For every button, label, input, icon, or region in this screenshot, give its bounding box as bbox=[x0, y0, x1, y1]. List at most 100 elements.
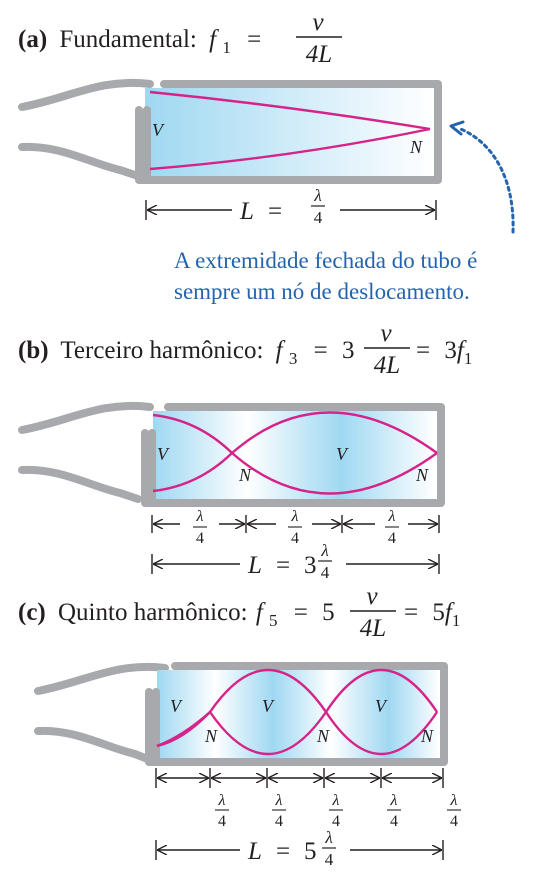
panel-c-segment-dimensions: λ 4 λ 4 λ 4 λ 4 λ 4 bbox=[155, 768, 461, 830]
panel-b-label-2: N bbox=[238, 465, 252, 485]
panel-b-dim-L: L bbox=[247, 552, 262, 579]
panel-b-air-column bbox=[153, 411, 435, 499]
panel-b-seg3-four: 4 bbox=[388, 530, 396, 547]
panel-b-title: Terceiro harmônico: bbox=[60, 337, 263, 364]
panel-c-mouthpiece bbox=[34, 662, 169, 764]
panel-c-dim-coef: 5 bbox=[304, 838, 317, 865]
panel-b-dim-four: 4 bbox=[321, 563, 330, 582]
panel-a-tube-wall bbox=[135, 80, 442, 184]
panel-c-fraction: v 4L bbox=[350, 583, 396, 642]
panel-a-heading: (a) Fundamental: f 1 = bbox=[18, 26, 261, 59]
panel-c-seg3-four: 4 bbox=[332, 813, 340, 830]
panel-a: (a) Fundamental: f 1 = v 4L V N bbox=[18, 9, 442, 227]
panel-c-label-2: N bbox=[204, 726, 218, 746]
panel-a-length-dimension: L = λ 4 bbox=[145, 186, 437, 227]
panel-c-frac-denominator: 4L bbox=[360, 615, 386, 642]
panel-a-f-subscript: 1 bbox=[222, 38, 231, 57]
panel-a-antinode-label: V bbox=[152, 120, 165, 140]
panel-a-title: Fundamental: bbox=[59, 26, 196, 53]
panel-c-wave bbox=[156, 668, 438, 756]
panel-c-seg1-lambda: λ bbox=[218, 792, 226, 809]
panel-b-rhs-f: f bbox=[457, 337, 467, 364]
panel-b-segment-dimensions: λ 4 λ 4 λ 4 bbox=[151, 508, 440, 547]
note-line-2: sempre um nó de deslocamento. bbox=[174, 279, 470, 304]
panel-c-f-subscript: 5 bbox=[269, 611, 278, 630]
panel-b-rhs-sub: 1 bbox=[464, 349, 473, 368]
panel-c-air-segment-2 bbox=[273, 670, 389, 758]
note-line-1: A extremidade fechada do tubo é bbox=[174, 248, 477, 273]
panel-b-equals-2: = bbox=[416, 337, 430, 364]
panel-b-mouthpiece-upper bbox=[18, 401, 154, 434]
panel-a-dim-equals: = bbox=[268, 198, 282, 225]
panel-c-dim-equals: = bbox=[276, 838, 290, 865]
panel-c-label-1: V bbox=[170, 696, 183, 716]
panel-b-rhs-coef: 3 bbox=[444, 337, 457, 364]
panel-b-mouthpiece bbox=[18, 401, 154, 503]
panel-c-seg4-four: 4 bbox=[390, 813, 398, 830]
panel-b-f-symbol: f bbox=[276, 337, 286, 364]
panel-b-seg1-lambda: λ bbox=[196, 508, 204, 525]
panel-c-frac-numerator: v bbox=[366, 583, 378, 610]
panel-c-seg4-lambda: λ bbox=[390, 792, 398, 809]
panel-a-tube bbox=[135, 80, 442, 184]
note-arrowhead bbox=[449, 120, 465, 136]
panel-a-f-symbol: f bbox=[209, 26, 219, 53]
panel-b-wave-upper bbox=[152, 411, 438, 455]
panel-a-node-label: N bbox=[409, 137, 423, 157]
panel-a-mouthpiece bbox=[18, 78, 154, 180]
panel-a-mouthpiece-lower bbox=[18, 142, 142, 180]
panel-b-seg2-four: 4 bbox=[291, 530, 299, 547]
panel-c-equals-2: = bbox=[404, 599, 418, 626]
panel-c-mouthpiece-upper bbox=[34, 662, 169, 695]
panel-a-equals: = bbox=[247, 26, 261, 53]
panel-c-rhs: = 5f1 bbox=[404, 599, 460, 630]
panel-b-dim-coef: 3 bbox=[304, 552, 317, 579]
panel-a-frac-denominator: 4L bbox=[306, 41, 332, 68]
panel-a-fraction: v 4L bbox=[296, 9, 342, 68]
panel-c-seg5-lambda: λ bbox=[450, 792, 458, 809]
panel-b-fraction: v 4L bbox=[364, 320, 410, 379]
panel-c-seg2-four: 4 bbox=[275, 813, 283, 830]
panel-a-frac-numerator: v bbox=[312, 9, 324, 36]
panel-a-wave-upper bbox=[149, 90, 431, 131]
panel-b-label-3: V bbox=[336, 444, 349, 464]
panel-a-wave-lower bbox=[149, 127, 431, 171]
panel-b-frac-denominator: 4L bbox=[374, 352, 400, 379]
panel-c-mouthpiece-lower bbox=[34, 726, 154, 764]
panel-b-label-1: V bbox=[157, 444, 170, 464]
panel-b-tube bbox=[141, 403, 445, 507]
panel-c: (c) Quinto harmônico: f 5 = 5 v 4L = 5f1 bbox=[18, 583, 461, 869]
panel-b-tube-wall bbox=[141, 403, 445, 507]
panel-b-seg1-four: 4 bbox=[196, 530, 204, 547]
panel-a-mouthpiece-upper bbox=[18, 78, 154, 111]
panel-b-label-4: N bbox=[415, 465, 429, 485]
panel-c-f-symbol: f bbox=[256, 599, 266, 626]
panel-c-tube-wall bbox=[145, 662, 448, 766]
panel-b-coef: 3 bbox=[342, 337, 355, 364]
panel-b-dim-equals: = bbox=[276, 552, 290, 579]
panel-c-tube bbox=[145, 662, 448, 766]
panel-c-dim-L: L bbox=[247, 838, 262, 865]
panel-c-tag: (c) bbox=[18, 599, 46, 626]
panel-c-label-6: N bbox=[420, 726, 434, 746]
panel-a-dim-lambda: λ bbox=[313, 186, 321, 205]
panel-b-f-subscript: 3 bbox=[289, 349, 298, 368]
panel-a-wave bbox=[149, 90, 431, 171]
panel-a-dim-four: 4 bbox=[314, 208, 323, 227]
panel-c-dim-lambda: λ bbox=[324, 828, 332, 847]
panel-c-rhs-coef: 5 bbox=[432, 599, 445, 626]
panel-c-wave-lower bbox=[156, 709, 438, 756]
panel-b-tag: (b) bbox=[18, 337, 49, 364]
panel-b-rhs: = 3f1 bbox=[416, 337, 472, 368]
panel-c-equals: = bbox=[294, 599, 308, 626]
panel-c-rhs-f: f bbox=[445, 599, 455, 626]
panel-b: (b) Terceiro harmônico: f 3 = 3 v 4L = 3… bbox=[18, 320, 472, 582]
panel-b-wave-lower bbox=[152, 451, 438, 495]
panel-c-title: Quinto harmônico: bbox=[58, 599, 248, 626]
panel-c-coef: 5 bbox=[322, 599, 335, 626]
panel-c-seg5-four: 4 bbox=[450, 813, 458, 830]
panel-b-equals: = bbox=[314, 337, 328, 364]
panel-b-seg2-lambda: λ bbox=[291, 508, 299, 525]
note-pointer-arrow bbox=[456, 126, 515, 234]
